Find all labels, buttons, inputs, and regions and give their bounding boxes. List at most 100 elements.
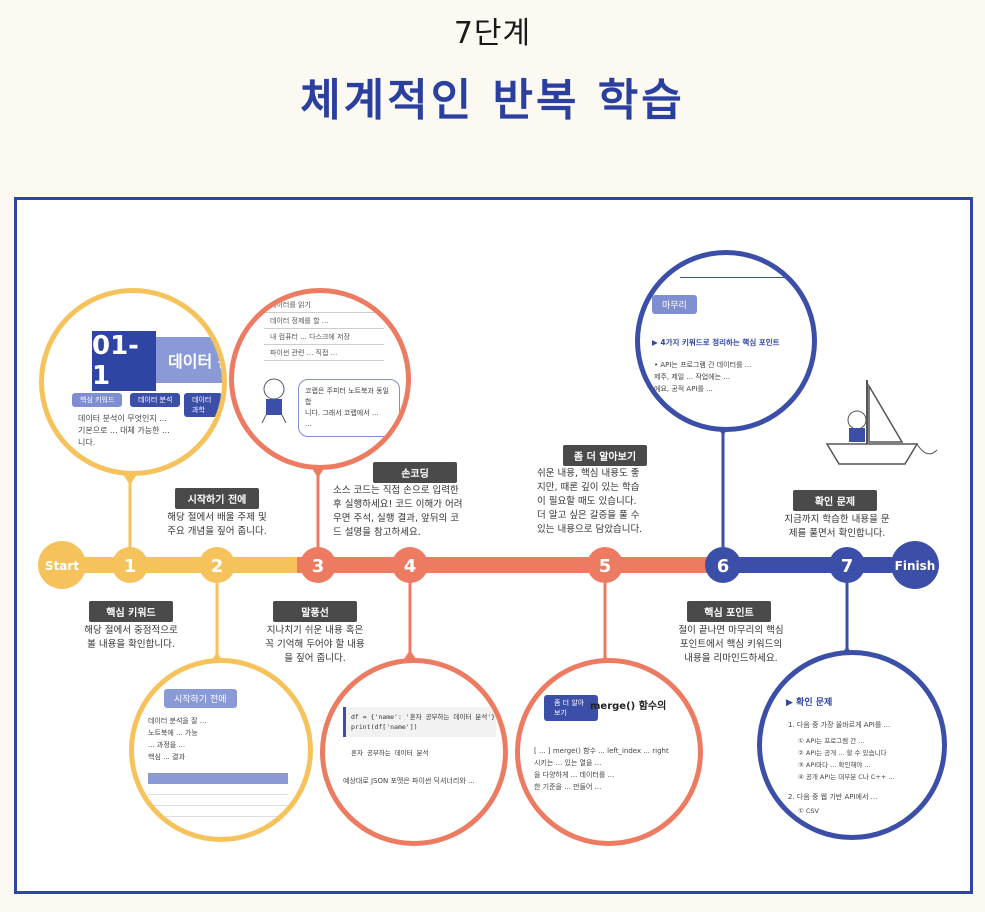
desc-line: 절이 끝나면 마무리의 핵심: [678, 625, 784, 636]
learning-map-frame: Start Finish 1 2 3 4 5 6 7 01-1 데이터 분석 핵…: [14, 197, 973, 894]
preview-bubble-keyword: 01-1 데이터 분석 핵심 키워드 데이터 분석 데이터 과학 데이터 분석이…: [39, 288, 227, 476]
summary-table: [148, 773, 288, 824]
step-number: 2: [211, 556, 224, 577]
desc-line: 쉬운 내용, 핵심 내용도 좋: [537, 468, 640, 479]
option: ① API는 프로그램 간 ...: [798, 737, 865, 745]
step-4-marker: [392, 547, 428, 583]
step-1-label: 핵심 키워드: [89, 601, 173, 622]
step-2-marker: [199, 547, 235, 583]
chapter-number: 01-1: [92, 331, 156, 391]
step-6-label: 핵심 포인트: [687, 601, 771, 622]
body-line: 제주, 제일 ... 작업에는 ...: [654, 373, 730, 381]
speech-balloon: 코랩은 주피터 노트북과 동일합 니다. 그래서 코랩에서 ... ...: [298, 379, 400, 437]
option: ③ API마다 ... 확인해야 ...: [798, 761, 871, 769]
desc-line: 우면 주석, 실행 결과, 앞뒤의 코: [333, 513, 460, 524]
option: ② API는 공개 ... 할 수 있습니다: [798, 749, 887, 757]
step-5-desc: 쉬운 내용, 핵심 내용도 좋 지만, 때론 깊이 있는 학습 이 필요할 때도…: [537, 467, 681, 537]
keyword-tag: 데이터 분석: [130, 393, 181, 407]
mascot-illustration: [261, 378, 287, 424]
desc-line: 지만, 때론 깊이 있는 학습: [537, 482, 640, 493]
start-text: Start: [45, 559, 79, 573]
table-row: 파이썬 관련 ... 직접 ...: [264, 345, 384, 361]
bar-orange: [297, 557, 717, 573]
step-label: 7단계: [453, 16, 532, 51]
question: 2. 다음 중 웹 기반 API에서 ...: [788, 793, 878, 801]
step-3-label: 말풍선: [273, 601, 357, 622]
desc-line: 소스 코드는 직접 손으로 입력한: [333, 485, 459, 496]
step-3-desc: 지나치기 쉬운 내용 혹은 꼭 기억해 두어야 할 내용 을 짚어 줍니다.: [247, 624, 383, 666]
finish-marker: [891, 541, 939, 589]
finish-text: Finish: [895, 559, 936, 573]
step-1-marker: [112, 547, 148, 583]
preview-bubble-quiz: ▶ 확인 문제 1. 다음 중 가장 올바르게 API를 ... ① API는 …: [757, 650, 947, 840]
desc-line: 내용을 리마인드하세요.: [684, 653, 778, 664]
desc-line: 드 설명을 참고하세요.: [333, 527, 421, 538]
preview-bubble-deep-dive: 좀 더 알아보기 merge() 함수의 [ ... ] merge() 함수 …: [515, 658, 703, 846]
before-start-tag: 시작하기 전에: [164, 689, 237, 708]
step-2-label: 시작하기 전에: [175, 488, 259, 509]
speech-line: 코랩은 주피터 노트북과 동일합: [305, 387, 389, 406]
desc-line: 주요 개념을 짚어 줍니다.: [167, 526, 267, 537]
desc-line: 해당 절에서 배울 주제 및: [167, 512, 267, 523]
desc-line: 포인트에서 핵심 키워드의: [679, 639, 783, 650]
page-title: 체계적인 반복 학습: [300, 75, 685, 126]
code-block: [343, 707, 496, 737]
body-line: [ ... ] merge() 함수 ... left_index ... ri…: [534, 747, 669, 755]
desc-line: 제를 풀면서 확인합니다.: [788, 528, 886, 539]
option: ① CSV: [798, 807, 820, 815]
step-7-desc: 지금까지 학습한 내용을 문 제를 풀면서 확인합니다.: [763, 513, 911, 541]
body-line: • API는 프로그램 간 데이터를 ...: [654, 361, 752, 369]
question: 1. 다음 중 가장 올바르게 API를 ...: [788, 721, 891, 729]
option: ④ 공개 API는 대부분 C나 C++ ...: [798, 773, 895, 781]
step-number: 1: [124, 556, 137, 577]
desc-line: 이 필요할 때도 있습니다.: [537, 496, 637, 507]
keyword-tag: 데이터 과학: [184, 393, 222, 417]
step-number: 7: [841, 556, 854, 577]
body-line: 기본으로 ... 대체 가능한 ...: [78, 426, 170, 435]
table-row: 내 컴퓨터 ... 다스크에 저장: [264, 329, 384, 345]
deep-dive-tag: 좀 더 알아보기: [544, 695, 598, 721]
step-5-label: 좀 더 알아보기: [563, 445, 647, 466]
preview-bubble-before-start: 시작하기 전에 데이터 분석을 잘 ... 노트북에 ... 가능 ... 과정…: [129, 658, 313, 842]
wrapup-heading: ▶ 4가지 키워드로 정리하는 핵심 포인트: [652, 338, 780, 347]
body-line: 니다.: [78, 438, 96, 447]
start-marker: [38, 541, 86, 589]
body-line: 데이터 분석이 무엇인지 ...: [78, 414, 167, 423]
speech-line: 니다. 그래서 코랩에서 ...: [305, 409, 379, 417]
bar-blue: [717, 557, 897, 573]
quiz-heading: ▶ 확인 문제: [786, 698, 833, 708]
desc-line: 볼 내용을 확인합니다.: [87, 639, 175, 650]
speech-line: ...: [305, 420, 312, 428]
desc-line: 해당 절에서 중점적으로: [84, 625, 178, 636]
step-number: 5: [599, 556, 612, 577]
step-4-label: 손코딩: [373, 462, 457, 483]
step-3-marker: [300, 547, 336, 583]
code-result: 혼자 공부하는 데이터 분석: [351, 749, 429, 757]
keyword-tag: 핵심 키워드: [72, 393, 123, 407]
body-line: 예상대로 JSON 포맷은 파이썬 딕셔너리와 ...: [343, 777, 475, 785]
preview-bubble-wrapup: 마무리 ▶ 4가지 키워드로 정리하는 핵심 포인트 • API는 프로그램 간…: [635, 250, 817, 432]
table-row: 데이터 정제를 할 ...: [264, 313, 384, 329]
body-line: 데이터 분석을 잘 ...: [148, 717, 207, 725]
sailboat-mascot-illustration: [825, 380, 938, 465]
body-line: 시키는 ... 있는 열을 ...: [534, 759, 602, 767]
desc-line: 을 짚어 줍니다.: [284, 653, 346, 664]
preview-bubble-handcoding: df = {'name': '혼자 공부하는 데이터 분석'} print(df…: [320, 658, 508, 846]
body-line: 노트북에 ... 가능: [148, 729, 198, 737]
step-1-desc: 해당 절에서 중점적으로 볼 내용을 확인합니다.: [69, 624, 193, 652]
bar-yellow: [57, 557, 297, 573]
desc-line: 꼭 기억해 두어야 할 내용: [265, 639, 365, 650]
preview-bubble-speech: 데이터를 읽기 데이터 정제를 할 ... 내 컴퓨터 ... 다스크에 저장 …: [229, 288, 411, 470]
step-5-marker: [587, 547, 623, 583]
step-7-marker: [829, 547, 865, 583]
deep-dive-title: merge() 함수의: [590, 701, 667, 712]
step-6-marker: [705, 547, 741, 583]
step-2-desc: 해당 절에서 배울 주제 및 주요 개념을 짚어 줍니다.: [147, 511, 287, 539]
step-4-desc: 소스 코드는 직접 손으로 입력한 후 실행하세요! 코드 이해가 어려 우면 …: [333, 484, 497, 540]
body-line: ... 과정을 ...: [148, 741, 186, 749]
desc-line: 지나치기 쉬운 내용 혹은: [266, 625, 364, 636]
step-number: 4: [404, 556, 417, 577]
wrapup-tag: 마무리: [652, 295, 697, 314]
body-line: 을 다양하게 ... 데이터를 ...: [534, 771, 615, 779]
body-line: 한 기준을 ... 만들어 ...: [534, 783, 602, 791]
